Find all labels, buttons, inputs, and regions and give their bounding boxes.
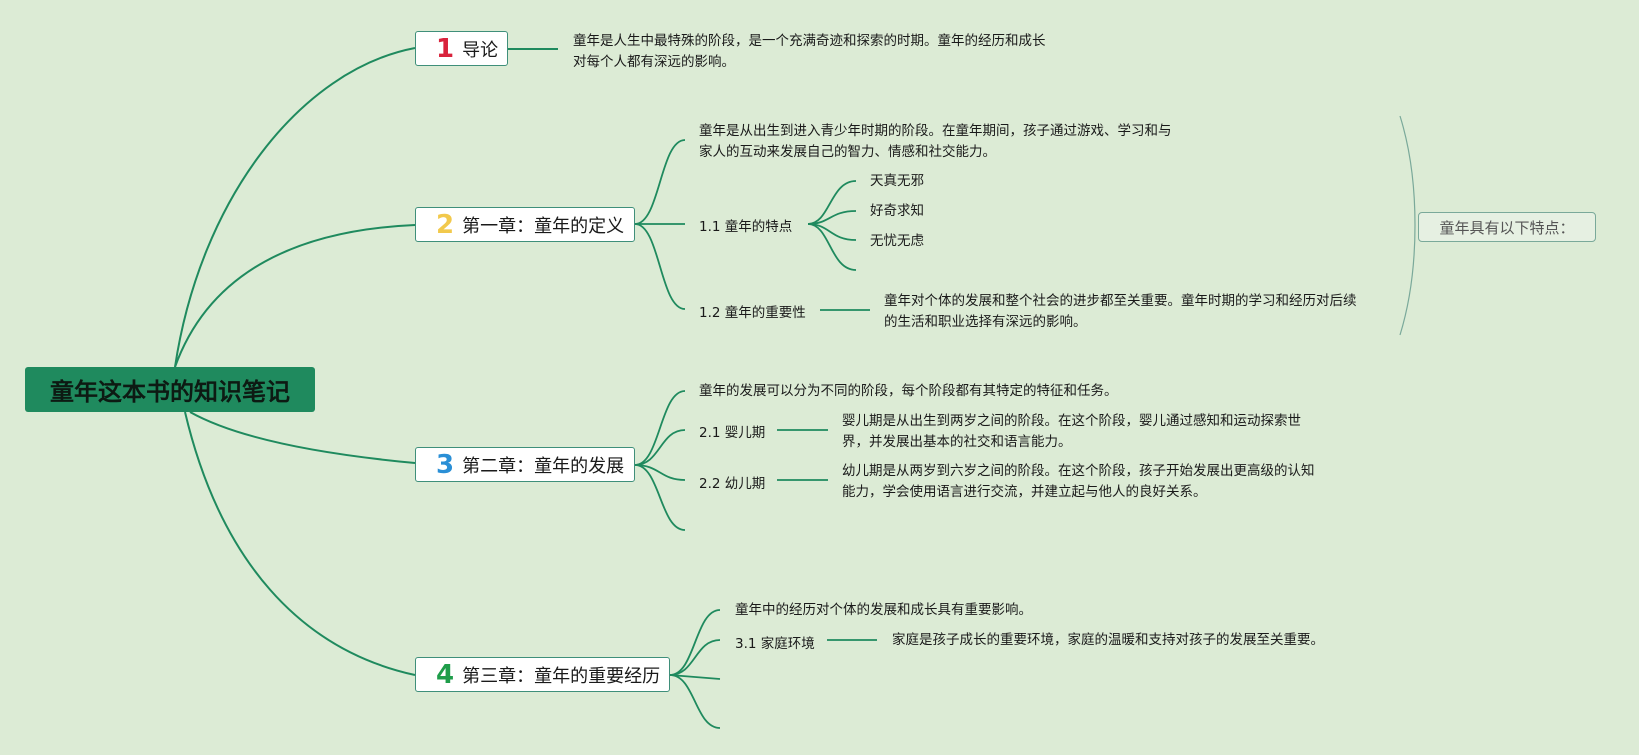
summary-note[interactable]: 童年具有以下特点： — [1418, 212, 1596, 242]
chapter-1-node[interactable]: 2 第一章：童年的定义 — [415, 207, 635, 242]
chapter-3-node[interactable]: 4 第三章：童年的重要经历 — [415, 657, 670, 692]
subtopic-2-2[interactable]: 2.2 幼儿期 — [699, 476, 766, 492]
trait-item[interactable]: 无忧无虑 — [870, 233, 924, 249]
ch2-toddler-line-1: 幼儿期是从两岁到六岁之间的阶段。在这个阶段，孩子开始发展出更高级的认知 — [842, 463, 1315, 479]
intro-text-line-2: 对每个人都有深远的影响。 — [573, 54, 735, 70]
subtopic-3-1[interactable]: 3.1 家庭环境 — [735, 636, 815, 652]
subtopic-1-2[interactable]: 1.2 童年的重要性 — [699, 305, 806, 321]
root-topic[interactable]: 童年这本书的知识笔记 — [25, 367, 315, 412]
chapter-2-node[interactable]: 3 第二章：童年的发展 — [415, 447, 635, 482]
ch1-importance-line-2: 的生活和职业选择有深远的影响。 — [884, 314, 1087, 330]
number-3-icon: 3 — [436, 449, 455, 480]
chapter-label: 第一章：童年的定义 — [462, 215, 625, 237]
ch1-definition-line-2: 家人的互动来发展自己的智力、情感和社交能力。 — [699, 144, 996, 160]
number-1-icon: 1 — [436, 33, 455, 64]
trait-item[interactable]: 好奇求知 — [870, 203, 924, 219]
subtopic-1-1[interactable]: 1.1 童年的特点 — [699, 219, 793, 235]
trait-item[interactable]: 天真无邪 — [870, 173, 924, 189]
ch3-intro-text: 童年中的经历对个体的发展和成长具有重要影响。 — [735, 602, 1032, 618]
chapter-label: 第三章：童年的重要经历 — [462, 665, 661, 687]
number-4-icon: 4 — [436, 659, 455, 690]
ch2-infant-line-2: 界，并发展出基本的社交和语言能力。 — [842, 434, 1072, 450]
intro-text-line-1: 童年是人生中最特殊的阶段，是一个充满奇迹和探索的时期。童年的经历和成长 — [573, 33, 1046, 49]
ch1-importance-line-1: 童年对个体的发展和整个社会的进步都至关重要。童年时期的学习和经历对后续 — [884, 293, 1357, 309]
ch2-intro-text: 童年的发展可以分为不同的阶段，每个阶段都有其特定的特征和任务。 — [699, 383, 1118, 399]
number-2-icon: 2 — [436, 209, 455, 240]
ch2-toddler-line-2: 能力，学会使用语言进行交流，并建立起与他人的良好关系。 — [842, 484, 1207, 500]
chapter-label: 导论 — [462, 39, 499, 61]
chapter-label: 第二章：童年的发展 — [462, 455, 625, 477]
ch1-definition-line-1: 童年是从出生到进入青少年时期的阶段。在童年期间，孩子通过游戏、学习和与 — [699, 123, 1172, 139]
subtopic-2-1[interactable]: 2.1 婴儿期 — [699, 425, 766, 441]
chapter-intro-node[interactable]: 1 导论 — [415, 31, 508, 66]
ch3-family-text: 家庭是孩子成长的重要环境，家庭的温暖和支持对孩子的发展至关重要。 — [892, 632, 1324, 648]
ch2-infant-line-1: 婴儿期是从出生到两岁之间的阶段。在这个阶段，婴儿通过感知和运动探索世 — [842, 413, 1301, 429]
